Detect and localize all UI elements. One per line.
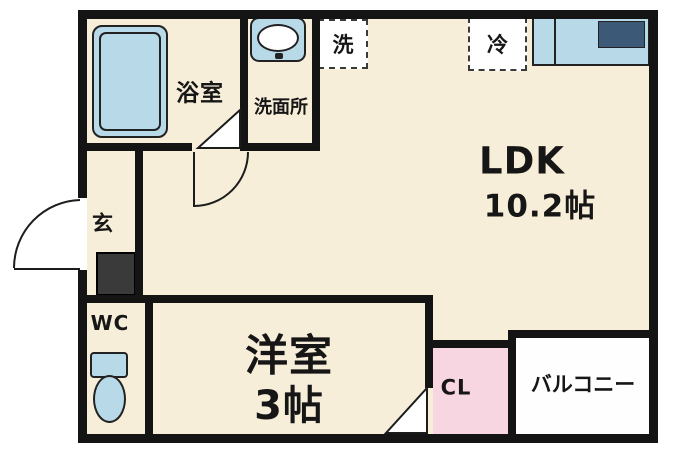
wall-segment (145, 303, 153, 434)
kitchen-stove-icon (598, 21, 645, 48)
wall-segment (425, 340, 516, 348)
toilet-bowl-icon (93, 375, 126, 423)
western-room-size-label: 3帖 (254, 383, 324, 429)
wall-segment (78, 10, 87, 198)
wall-segment (78, 434, 658, 443)
floor-closet (433, 348, 508, 435)
wall-segment (508, 338, 516, 434)
bathtub-icon (92, 25, 168, 138)
wall-segment (240, 10, 248, 151)
wall-segment (248, 143, 320, 151)
wall-segment (649, 10, 658, 443)
kitchen-counter-icon (532, 16, 650, 66)
wall-segment (508, 330, 658, 338)
bathtub-inner (99, 32, 161, 131)
washer-label: 洗 (332, 33, 354, 57)
wall-segment (312, 10, 320, 151)
wall-segment (78, 10, 658, 19)
entrance-door-arc (13, 199, 81, 269)
floor-balcony (516, 338, 649, 435)
washbasin-icon (250, 17, 306, 62)
ldk-size-label: 10.2帖 (483, 188, 597, 225)
wc-label: WC (90, 311, 130, 335)
kitchen-counter-divider (554, 18, 556, 64)
closet-label: CL (440, 375, 472, 400)
shoe-cabinet-icon (96, 252, 136, 296)
ldk-label: LDK (479, 139, 565, 183)
washbasin-faucet (275, 53, 283, 59)
refrigerator-box: 冷 (468, 17, 527, 71)
washer-box: 洗 (318, 19, 368, 69)
balcony-label: バルコニー (530, 372, 636, 397)
wall-segment (78, 270, 87, 443)
wall-segment (135, 151, 143, 303)
washroom-label: 洗面所 (254, 97, 308, 118)
bathroom-label: 浴室 (176, 80, 224, 107)
wall-segment (78, 143, 192, 151)
wall-segment (78, 295, 433, 303)
entrance-label: 玄 (92, 211, 114, 236)
washbasin-bowl (257, 24, 299, 52)
refrigerator-label: 冷 (487, 33, 508, 57)
western-room-label: 洋室 (245, 331, 333, 382)
